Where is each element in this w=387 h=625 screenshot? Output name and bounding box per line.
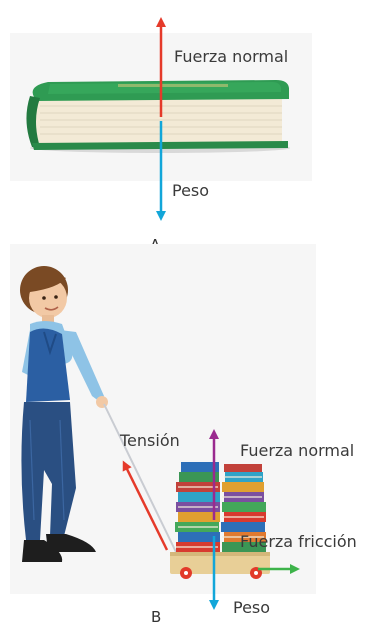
figure-b-normal-label: Fuerza normal xyxy=(240,441,354,460)
pull-rope xyxy=(103,403,177,553)
figure-b-caption: B xyxy=(151,608,161,625)
figure-a-normal-label: Fuerza normal xyxy=(174,47,288,66)
boy-illustration xyxy=(20,266,108,562)
figure-b-tension-arrow xyxy=(122,460,169,551)
green-book xyxy=(26,80,290,153)
figure-a: Fuerza normal Peso A xyxy=(10,17,312,254)
figure-b-tension-label: Tensión xyxy=(119,431,180,450)
figure-b-weight-label: Peso xyxy=(233,598,270,617)
figure-b-friction-label: Fuerza fricción xyxy=(240,532,357,551)
figure-b: Tensión Fuerza normal Fuerza fricción Pe… xyxy=(10,244,357,625)
book-cart xyxy=(170,462,270,579)
figure-a-weight-label: Peso xyxy=(172,181,209,200)
